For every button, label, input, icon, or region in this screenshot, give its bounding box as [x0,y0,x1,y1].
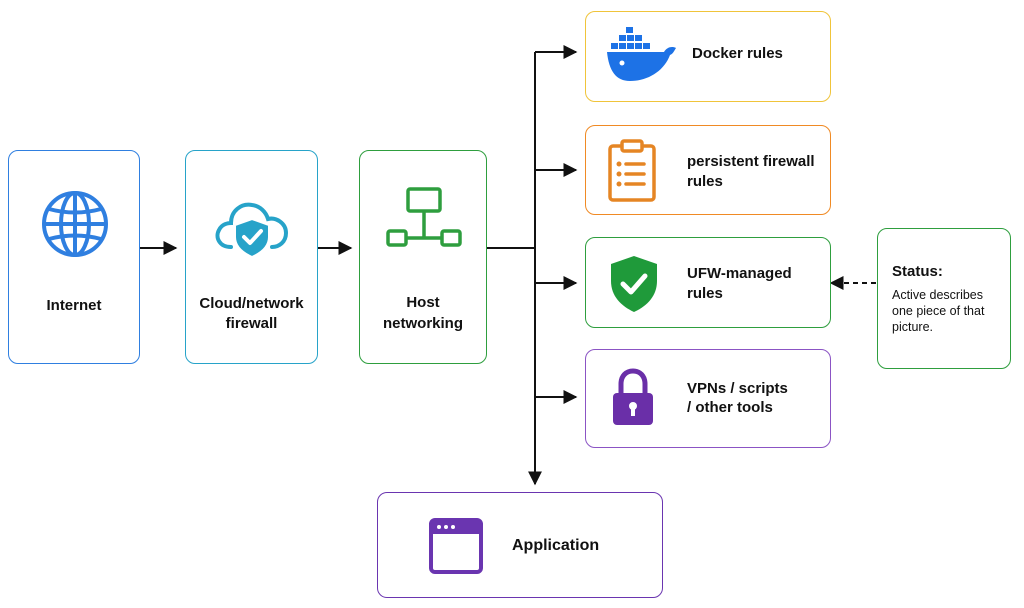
app-window-icon [429,518,483,574]
cloud-shield-icon [215,202,289,259]
vpn-scripts-tools-node: VPNs / scripts / other tools [585,349,831,448]
ufw-managed-label-line2: rules [687,285,723,302]
status-title: Status: [892,263,943,280]
cloud-firewall-label-line2: firewall [225,315,278,332]
padlock-icon [613,368,653,425]
host-networking-label-line1: Host [406,294,440,311]
persistent-firewall-label-line2: rules [687,173,723,190]
globe-icon [42,191,108,257]
status-note: Status: Active describes one piece of th… [877,228,1011,369]
cloud-firewall-label-line1: Cloud/network [199,295,304,312]
application-node: Application [377,492,663,598]
host-networking-node: Host networking [359,150,487,364]
internet-node: Internet [8,150,140,364]
docker-rules-label: Docker rules [692,45,783,62]
clipboard-list-icon [608,139,656,202]
ufw-managed-rules-node: UFW-managed rules [585,237,831,328]
application-label: Application [512,537,600,554]
persistent-firewall-rules-node: persistent firewall rules [585,125,831,215]
vpn-label-line2: / other tools [687,399,773,416]
internet-label: Internet [46,297,102,314]
ufw-managed-label-line1: UFW-managed [687,265,792,282]
network-icon [386,187,462,247]
cloud-firewall-node: Cloud/network firewall [185,150,318,364]
status-text: Active describes one piece of that pictu… [892,288,985,334]
docker-rules-node: Docker rules [585,11,831,102]
shield-check-icon [611,256,657,312]
host-networking-label-line2: networking [382,315,463,332]
vpn-label-line1: VPNs / scripts [687,380,788,397]
docker-whale-icon [607,27,676,81]
persistent-firewall-label-line1: persistent firewall [687,153,815,170]
